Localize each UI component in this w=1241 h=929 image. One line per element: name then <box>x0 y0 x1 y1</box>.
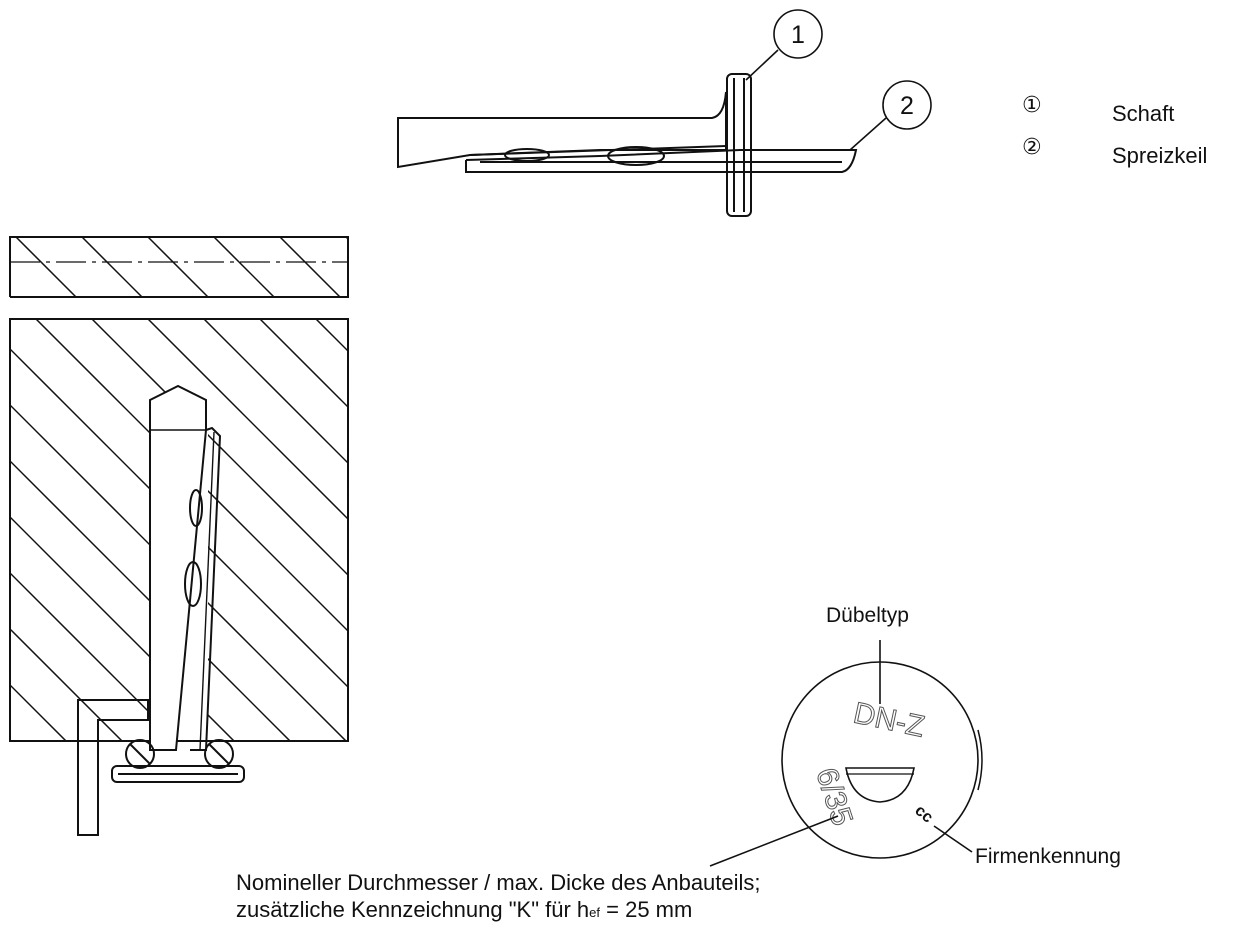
head-marking-view: DN-Z 6/35 cc <box>709 640 983 867</box>
head-company-text: cc <box>911 802 936 827</box>
balloon-1-label: 1 <box>791 21 805 49</box>
hatch-line <box>213 237 275 297</box>
hatch-line <box>10 295 11 297</box>
hatch-line <box>10 319 235 741</box>
anchor-flange-section <box>111 765 245 783</box>
legend-label-spreizkeil: Spreizkeil <box>1112 143 1208 168</box>
head-slot <box>845 767 915 803</box>
hatch-line <box>315 319 348 741</box>
wedge-slot-small <box>504 148 550 162</box>
washer-right <box>204 739 234 769</box>
hatch-line <box>428 319 850 741</box>
legend-marker-2: ② <box>1022 135 1042 160</box>
wedge-strip <box>465 149 858 173</box>
hatch-line <box>708 319 1130 741</box>
anchor-side-view <box>397 73 858 217</box>
hatch-line <box>279 237 341 297</box>
hatch-line <box>91 319 348 741</box>
shaft-flange <box>726 73 752 217</box>
hatch-line <box>596 319 1018 741</box>
balloon-2-label: 2 <box>900 92 914 120</box>
hatch-line <box>147 237 209 297</box>
hatch-line <box>10 319 347 741</box>
hatch-line <box>203 319 348 741</box>
hatch-line <box>15 237 77 297</box>
hatch-line <box>540 319 962 741</box>
balloon-1 <box>773 9 823 59</box>
callout-firmenkennung: Firmenkennung <box>975 845 1121 868</box>
balloon-group <box>745 9 932 151</box>
hatch-line <box>345 237 348 241</box>
balloon-2 <box>882 80 932 130</box>
washer-left <box>125 739 155 769</box>
legend-label-schaft: Schaft <box>1112 101 1175 126</box>
shaft-inner-line <box>469 145 727 156</box>
hatch-line <box>652 319 1074 741</box>
leader-size <box>709 815 839 867</box>
hatch-line <box>484 319 906 741</box>
bracket <box>77 699 149 836</box>
size-desc-line-2: zusätzliche Kennzeichnung "K" für hef = … <box>236 897 693 922</box>
hatch-line <box>10 319 291 741</box>
hatch-line <box>10 319 348 741</box>
leader-company <box>933 825 973 853</box>
callout-size-description: Nomineller Durchmesser / max. Dicke des … <box>236 869 761 926</box>
hatch-line <box>35 319 348 741</box>
size-desc-line-1: Nomineller Durchmesser / max. Dicke des … <box>236 870 761 895</box>
hatch-line <box>81 237 143 297</box>
wedge-slot-large <box>607 146 665 166</box>
legend-marker-1: ① <box>1022 93 1042 118</box>
section-view <box>9 236 1130 836</box>
hatch-line <box>10 319 11 741</box>
hatch-line <box>10 319 179 741</box>
hatch-line <box>259 319 348 741</box>
hatch-line <box>147 319 348 741</box>
slab-top-outline <box>9 236 349 298</box>
shaft-body <box>397 91 727 169</box>
hatch-line <box>10 319 123 741</box>
head-type-text: DN-Z <box>851 697 928 744</box>
hatch-line <box>372 319 794 741</box>
callout-dubeltyp: Dübeltyp <box>826 604 909 627</box>
